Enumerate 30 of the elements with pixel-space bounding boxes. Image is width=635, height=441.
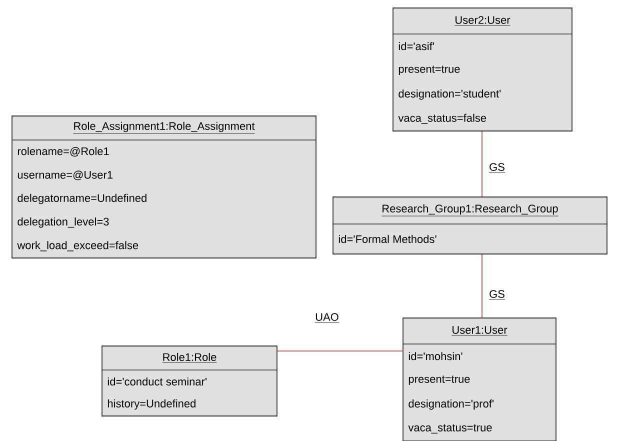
association-line: [277, 350, 403, 352]
attribute-text: id='mohsin': [408, 352, 462, 360]
edge-label: GS: [488, 162, 506, 174]
attribute-text: id='asif': [398, 42, 434, 50]
attribute-text: work_load_exceed=false: [17, 241, 138, 252]
object-box: [332, 196, 608, 254]
object-box: [102, 346, 278, 416]
object-box: [12, 116, 316, 258]
edge-label: UAO: [314, 312, 340, 324]
attribute-text: id='conduct seminar': [108, 377, 207, 386]
object-title: Role_Assignment1:Role_Assignment: [73, 122, 255, 134]
attribute-text: id='Formal Methods': [338, 234, 436, 244]
object-title: User2:User: [454, 16, 510, 26]
attribute-text: designation='student': [398, 90, 501, 100]
edge-label: GS: [488, 289, 506, 301]
object-title: Role1:Role: [162, 352, 217, 363]
attribute-text: rolename=@Role1: [18, 147, 109, 157]
object-box: [392, 8, 572, 132]
attribute-text: delegatorname=Undefined: [18, 194, 146, 204]
attribute-text: username=@User1: [18, 170, 112, 180]
attribute-text: delegation_level=3: [18, 217, 109, 228]
attribute-text: designation='prof': [408, 400, 494, 410]
attribute-text: history=Undefined: [108, 399, 196, 410]
object-title: User1:User: [452, 326, 508, 336]
attribute-text: vaca_status=false: [398, 114, 486, 124]
object-title: Research_Group1:Research_Group: [381, 204, 559, 216]
attribute-text: present=true: [398, 66, 460, 76]
attribute-text: present=true: [408, 376, 470, 386]
attribute-text: vaca_status=true: [408, 424, 492, 434]
object-box: [402, 318, 556, 441]
